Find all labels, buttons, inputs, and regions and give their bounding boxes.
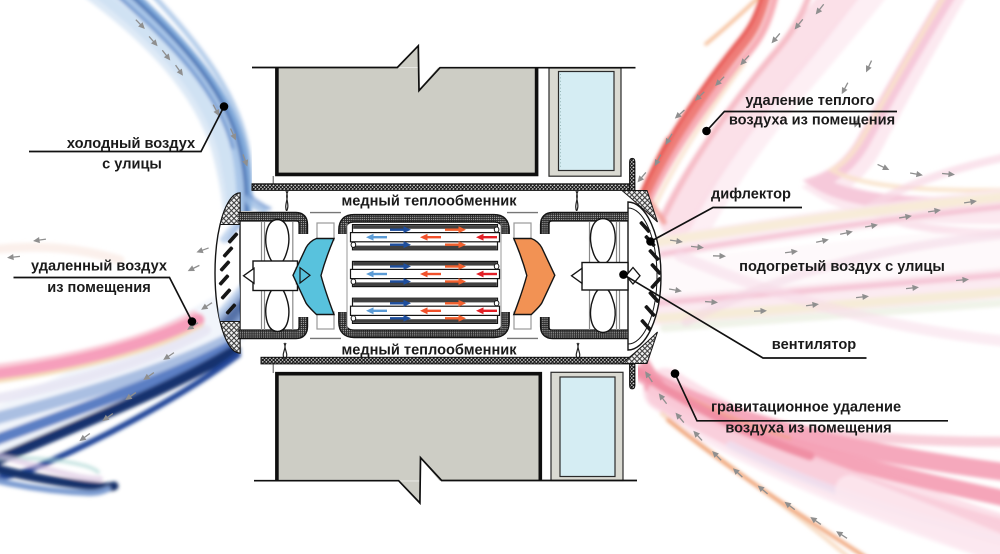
svg-text:из помещения: из помещения [47,280,150,296]
svg-text:подогретый воздух с улицы: подогретый воздух с улицы [739,259,945,275]
svg-text:медный теплообменник: медный теплообменник [341,194,517,210]
svg-text:вентилятор: вентилятор [772,337,856,353]
svg-text:воздуха из помещения: воздуха из помещения [725,421,891,437]
svg-text:с улицы: с улицы [102,157,162,173]
svg-text:медный теплообменник: медный теплообменник [341,343,517,359]
svg-text:удаление теплого: удаление теплого [745,93,874,109]
svg-text:холодный воздух: холодный воздух [67,136,196,152]
svg-text:гравитационное удаление: гравитационное удаление [711,400,901,416]
svg-text:воздуха из помещения: воздуха из помещения [729,113,895,129]
svg-text:удаленный воздух: удаленный воздух [31,259,168,275]
svg-text:дифлектор: дифлектор [711,187,791,203]
